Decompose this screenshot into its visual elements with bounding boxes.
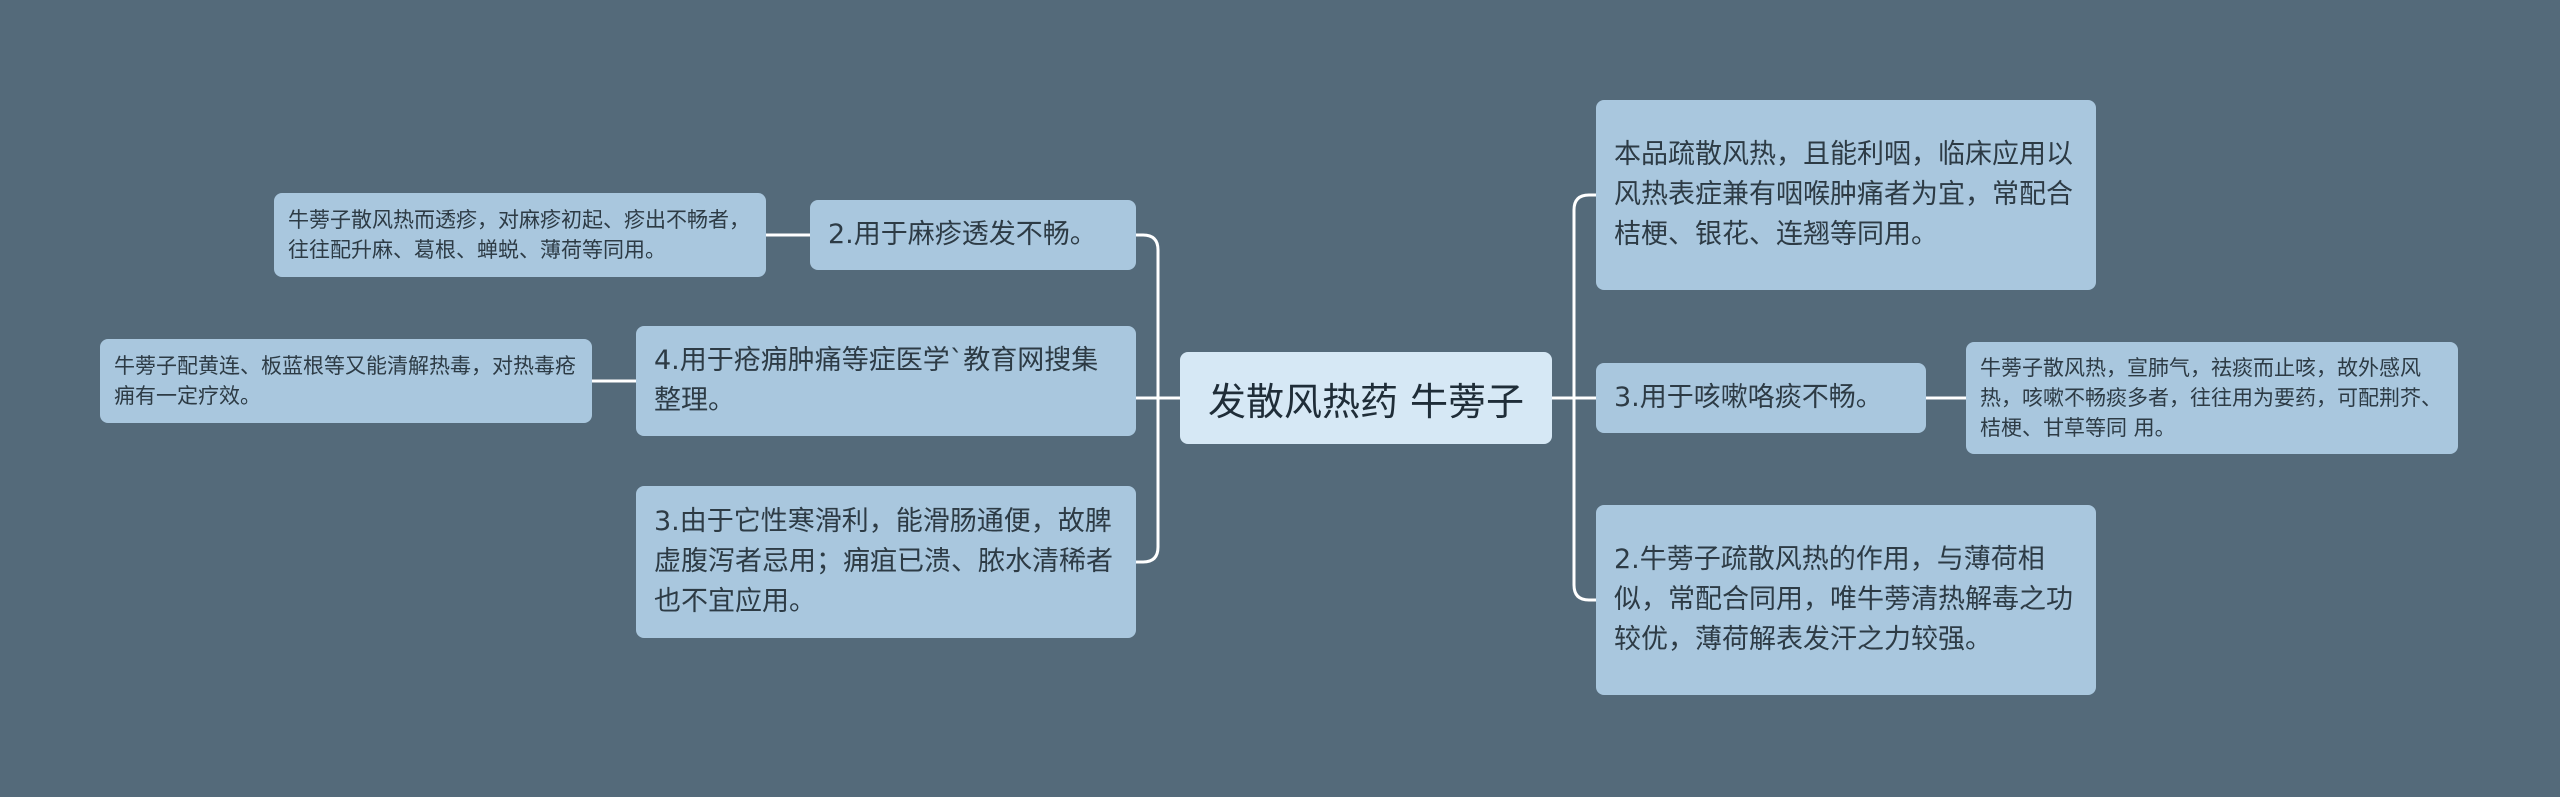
central-topic-label: 发散风热药 牛蒡子 bbox=[1207, 379, 1525, 424]
left-detail-sores[interactable]: 牛蒡子配黄连、板蓝根等又能清解热毒，对热毒疮痈有一定疗效。 bbox=[100, 339, 592, 423]
right-detail-cough-text: 牛蒡子散风热，宣肺气，祛痰而止咳，故外感风热，咳嗽不畅痰多者，往往用为要药，可配… bbox=[1980, 356, 2442, 440]
right-branch-cough-text: 3.用于咳嗽咯痰不畅。 bbox=[1614, 382, 1883, 413]
right-detail-cough[interactable]: 牛蒡子散风热，宣肺气，祛痰而止咳，故外感风热，咳嗽不畅痰多者，往往用为要药，可配… bbox=[1966, 342, 2458, 454]
left-detail-sores-text: 牛蒡子配黄连、板蓝根等又能清解热毒，对热毒疮痈有一定疗效。 bbox=[114, 354, 576, 408]
left-detail-measles-text: 牛蒡子散风热而透疹，对麻疹初起、疹出不畅者，往往配升麻、葛根、蝉蜕、薄荷等同用。 bbox=[288, 208, 750, 262]
connector-right-branch-1 bbox=[1572, 193, 1596, 398]
left-detail-measles[interactable]: 牛蒡子散风热而透疹，对麻疹初起、疹出不畅者，往往配升麻、葛根、蝉蜕、薄荷等同用。 bbox=[274, 193, 766, 277]
left-branch-contraindication-text: 3.由于它性寒滑利，能滑肠通便，故脾虚腹泻者忌用；痈疽已溃、脓水清稀者也不宜应用… bbox=[654, 506, 1113, 617]
left-branch-sores[interactable]: 4.用于疮痈肿痛等症医学`教育网搜集整理。 bbox=[636, 326, 1136, 436]
right-branch-comparison-text: 2.牛蒡子疏散风热的作用，与薄荷相似，常配合同用，唯牛蒡清热解毒之功较优，薄荷解… bbox=[1614, 544, 2073, 655]
connector-right-branch-3 bbox=[1572, 398, 1596, 602]
right-branch-main-use-text: 本品疏散风热，且能利咽，临床应用以风热表症兼有咽喉肿痛者为宜，常配合桔梗、银花、… bbox=[1614, 139, 2073, 250]
connector-left-branch-1 bbox=[1136, 233, 1160, 398]
central-topic[interactable]: 发散风热药 牛蒡子 bbox=[1180, 352, 1552, 444]
left-branch-measles-text: 2.用于麻疹透发不畅。 bbox=[828, 219, 1097, 250]
right-branch-main-use[interactable]: 本品疏散风热，且能利咽，临床应用以风热表症兼有咽喉肿痛者为宜，常配合桔梗、银花、… bbox=[1596, 100, 2096, 290]
right-branch-comparison[interactable]: 2.牛蒡子疏散风热的作用，与薄荷相似，常配合同用，唯牛蒡清热解毒之功较优，薄荷解… bbox=[1596, 505, 2096, 695]
right-branch-cough[interactable]: 3.用于咳嗽咯痰不畅。 bbox=[1596, 363, 1926, 433]
connector-left-branch-3 bbox=[1136, 398, 1160, 564]
left-branch-contraindication[interactable]: 3.由于它性寒滑利，能滑肠通便，故脾虚腹泻者忌用；痈疽已溃、脓水清稀者也不宜应用… bbox=[636, 486, 1136, 638]
left-branch-measles[interactable]: 2.用于麻疹透发不畅。 bbox=[810, 200, 1136, 270]
left-branch-sores-text: 4.用于疮痈肿痛等症医学`教育网搜集整理。 bbox=[654, 345, 1099, 416]
